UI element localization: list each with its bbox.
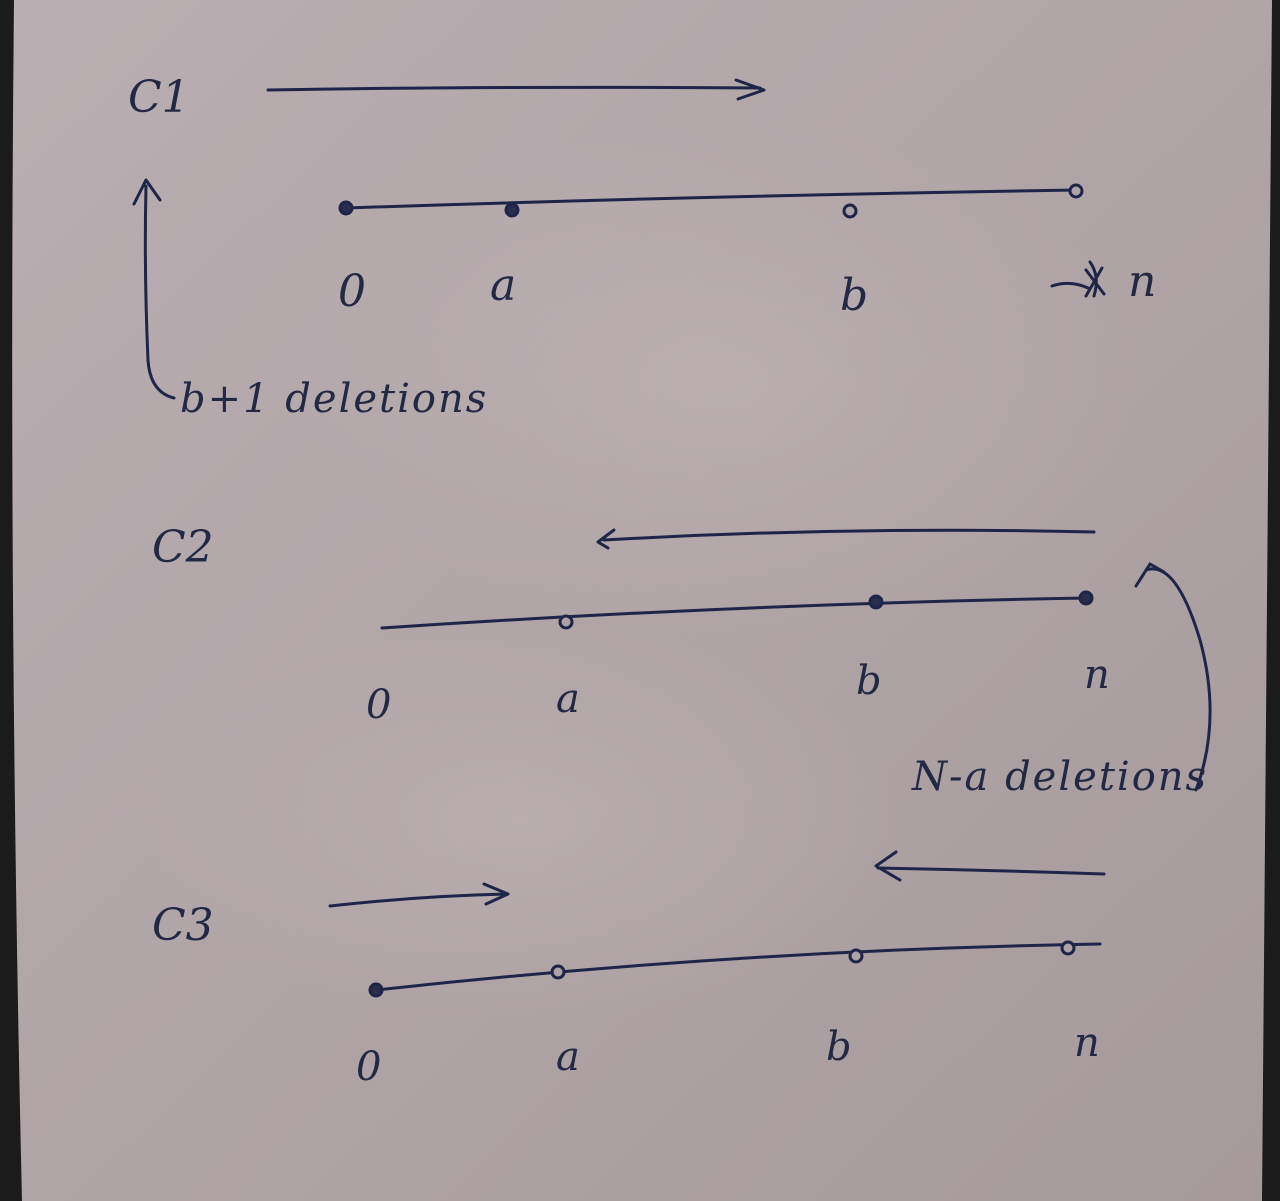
deletion-note: N-a deletions [911, 754, 1208, 800]
point-label: b [856, 658, 882, 704]
point-marker [558, 614, 574, 630]
bracket-hook-icon [1134, 562, 1166, 588]
point-label: a [556, 676, 580, 722]
point-marker [338, 200, 354, 216]
left-arrowhead-icon [596, 528, 616, 550]
case-c2: C2 0 a b n N-a deletions [152, 522, 1212, 800]
number-line [380, 596, 1090, 630]
point-marker [550, 964, 566, 980]
case-c3: C3 0 a b n [152, 850, 1106, 1090]
point-label: b [826, 1024, 852, 1070]
right-arrowhead-icon [482, 882, 510, 906]
point-label: n [1074, 1020, 1100, 1066]
point-label: 0 [356, 1044, 381, 1090]
deletion-note: b+1 deletions [180, 376, 488, 422]
bracket-arrow-shaft [1144, 567, 1212, 792]
point-label: n [1084, 652, 1110, 698]
point-marker [368, 982, 384, 998]
point-marker [1078, 590, 1094, 606]
paper-light-patch [300, 120, 1140, 640]
case-label: C2 [152, 522, 214, 573]
point-marker [1068, 183, 1084, 199]
up-arrowhead-icon [132, 178, 162, 206]
point-marker [868, 594, 884, 610]
right-arrowhead-icon [734, 78, 766, 101]
point-marker [842, 203, 858, 219]
left-arrowhead-icon [874, 850, 902, 882]
right-arrow-shaft [328, 892, 508, 908]
point-label: a [490, 260, 516, 311]
point-marker [504, 202, 520, 218]
case-label: C1 [128, 72, 190, 123]
point-marker [848, 948, 864, 964]
paper-light-patch [140, 620, 900, 1020]
case-label: C3 [152, 900, 214, 951]
left-arrow-shaft [602, 528, 1096, 542]
point-label: n [1128, 256, 1156, 307]
case-c1: C1 0 a b n b+1 deletions [128, 72, 1156, 422]
right-arrow-shaft [266, 85, 762, 92]
point-label: 0 [338, 266, 366, 317]
scribble-correction [1050, 260, 1106, 298]
point-label: 0 [366, 682, 391, 728]
point-label: a [556, 1034, 580, 1080]
left-arrow-shaft [876, 866, 1106, 876]
bracket-arrow-shaft [143, 184, 176, 400]
number-line [374, 942, 1102, 992]
point-marker [1060, 940, 1076, 956]
number-line [344, 188, 1078, 210]
point-label: b [840, 270, 868, 321]
